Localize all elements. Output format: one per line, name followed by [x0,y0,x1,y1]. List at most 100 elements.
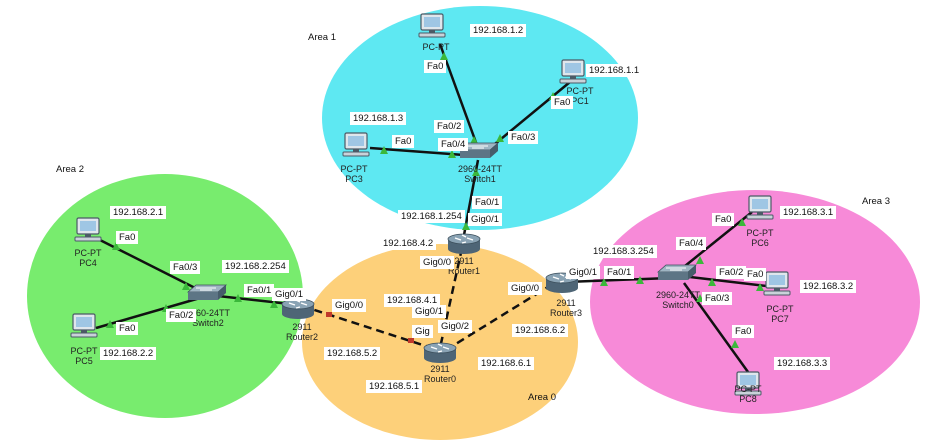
ip-label-router0-gig00: 192.168.5.1 [366,380,423,393]
pc5-pc-icon[interactable] [70,313,98,338]
link-up-marker [731,340,739,348]
router2-router-icon[interactable] [281,298,315,319]
device-type: 2960-24TT [655,290,701,300]
device-name: PC4 [79,258,97,268]
router0-router-icon[interactable] [423,342,457,363]
link-up-marker [440,52,448,60]
ip-label-router0-gig02: 192.168.6.1 [478,357,535,370]
link-pc1-switch1 [489,81,571,149]
link-pc5-switch2 [95,296,201,330]
link-down-marker [408,338,414,343]
port-label: Fa0/1 [244,284,275,297]
device-type: 2911 [430,364,450,374]
link-router2-router0 [301,304,433,350]
link-pc8-switch0 [682,282,750,373]
link-up-marker [106,320,114,328]
ip-label-pc1: 192.168.1.1 [586,64,643,77]
link-up-marker [738,218,746,226]
device-type: 2960-24TT [457,164,503,174]
ip-label-pc4: 192.168.2.1 [110,206,167,219]
switch2-switch-icon[interactable] [186,284,228,300]
pc6-pc-icon[interactable] [746,195,774,220]
port-label: Fa0 [424,60,447,73]
device-name: PC5 [75,356,93,366]
port-label: Fa0 [744,268,767,281]
port-label: Fa0/2 [434,120,465,133]
ip-label-pc5: 192.168.2.2 [100,347,157,360]
device-name: PC8 [739,394,757,404]
link-up-marker [462,222,470,230]
port-label: Fa0/2 [716,266,747,279]
device-type: 2911 [556,298,576,308]
ip-label-router1-gig00: 192.168.4.2 [380,237,437,250]
router1-router-icon[interactable] [447,233,481,254]
link-up-marker [696,256,704,264]
port-label: Gig0/0 [508,282,542,295]
switch1-switch-icon[interactable] [458,142,500,158]
device-name: Switch0 [662,300,694,310]
device-name: Router1 [447,266,481,276]
ip-label-router0-gig01: 192.168.4.1 [384,294,441,307]
device-type: 2960-24TT [185,308,231,318]
switch0-switch-icon[interactable] [656,264,698,280]
device-type: PC-PT [422,42,450,52]
port-label: Fa0/1 [604,266,635,279]
device-type: PC-PT [746,228,774,238]
link-up-marker [270,300,278,308]
link-router3-switch0 [565,276,671,284]
pc4-pc-icon[interactable] [74,217,102,242]
port-label: Fa0 [116,322,139,335]
ip-label-router3-gig00: 192.168.6.2 [512,324,569,337]
pc-top-caption: PC-PT [418,42,454,52]
port-label: Fa0/2 [166,309,197,322]
link-up-marker [470,136,478,144]
device-type: 2911 [454,256,474,266]
device-type: PC-PT [70,346,98,356]
link-pc6-switch0 [679,211,753,271]
port-label: Fa0 [712,213,735,226]
area3-title: Area 3 [862,196,890,207]
pc1-pc-icon[interactable] [559,59,587,84]
link-up-marker [636,276,644,284]
device-name: Switch1 [464,174,496,184]
device-type: 2911 [292,322,312,332]
device-name: Switch2 [192,318,224,328]
pc3-pc-icon[interactable] [342,132,370,157]
port-label: Gig [412,325,433,338]
pc_top-pc-icon[interactable] [418,13,446,38]
port-label: Fa0/1 [472,196,503,209]
link-up-marker [600,278,608,286]
device-name: Router3 [549,308,583,318]
ip-label-router2-gig00: 192.168.5.2 [324,347,381,360]
port-label: Gig0/1 [272,288,306,301]
device-name: PC1 [571,96,589,106]
link-up-marker [756,283,764,291]
link-up-marker [380,146,388,154]
pc7-pc-icon[interactable] [763,271,791,296]
port-label: Fa0/4 [676,237,707,250]
port-label: Fa0/4 [438,138,469,151]
pc8-pc-icon[interactable] [734,371,762,396]
device-name: PC7 [771,314,789,324]
link-up-marker [234,294,242,302]
area2-ellipse [27,174,303,418]
port-label: Fa0 [392,135,415,148]
device-name: Router0 [423,374,457,384]
ip-label-pc7: 192.168.3.2 [800,280,857,293]
port-label: Fa0 [551,96,574,109]
port-label: Fa0 [732,325,755,338]
ip-label-router2-gig01: 192.168.2.254 [222,260,289,273]
link-up-marker [182,282,190,290]
port-label: Gig0/1 [468,213,502,226]
link-up-marker [448,150,456,158]
ip-label-pc-top: 192.168.1.2 [470,24,527,37]
